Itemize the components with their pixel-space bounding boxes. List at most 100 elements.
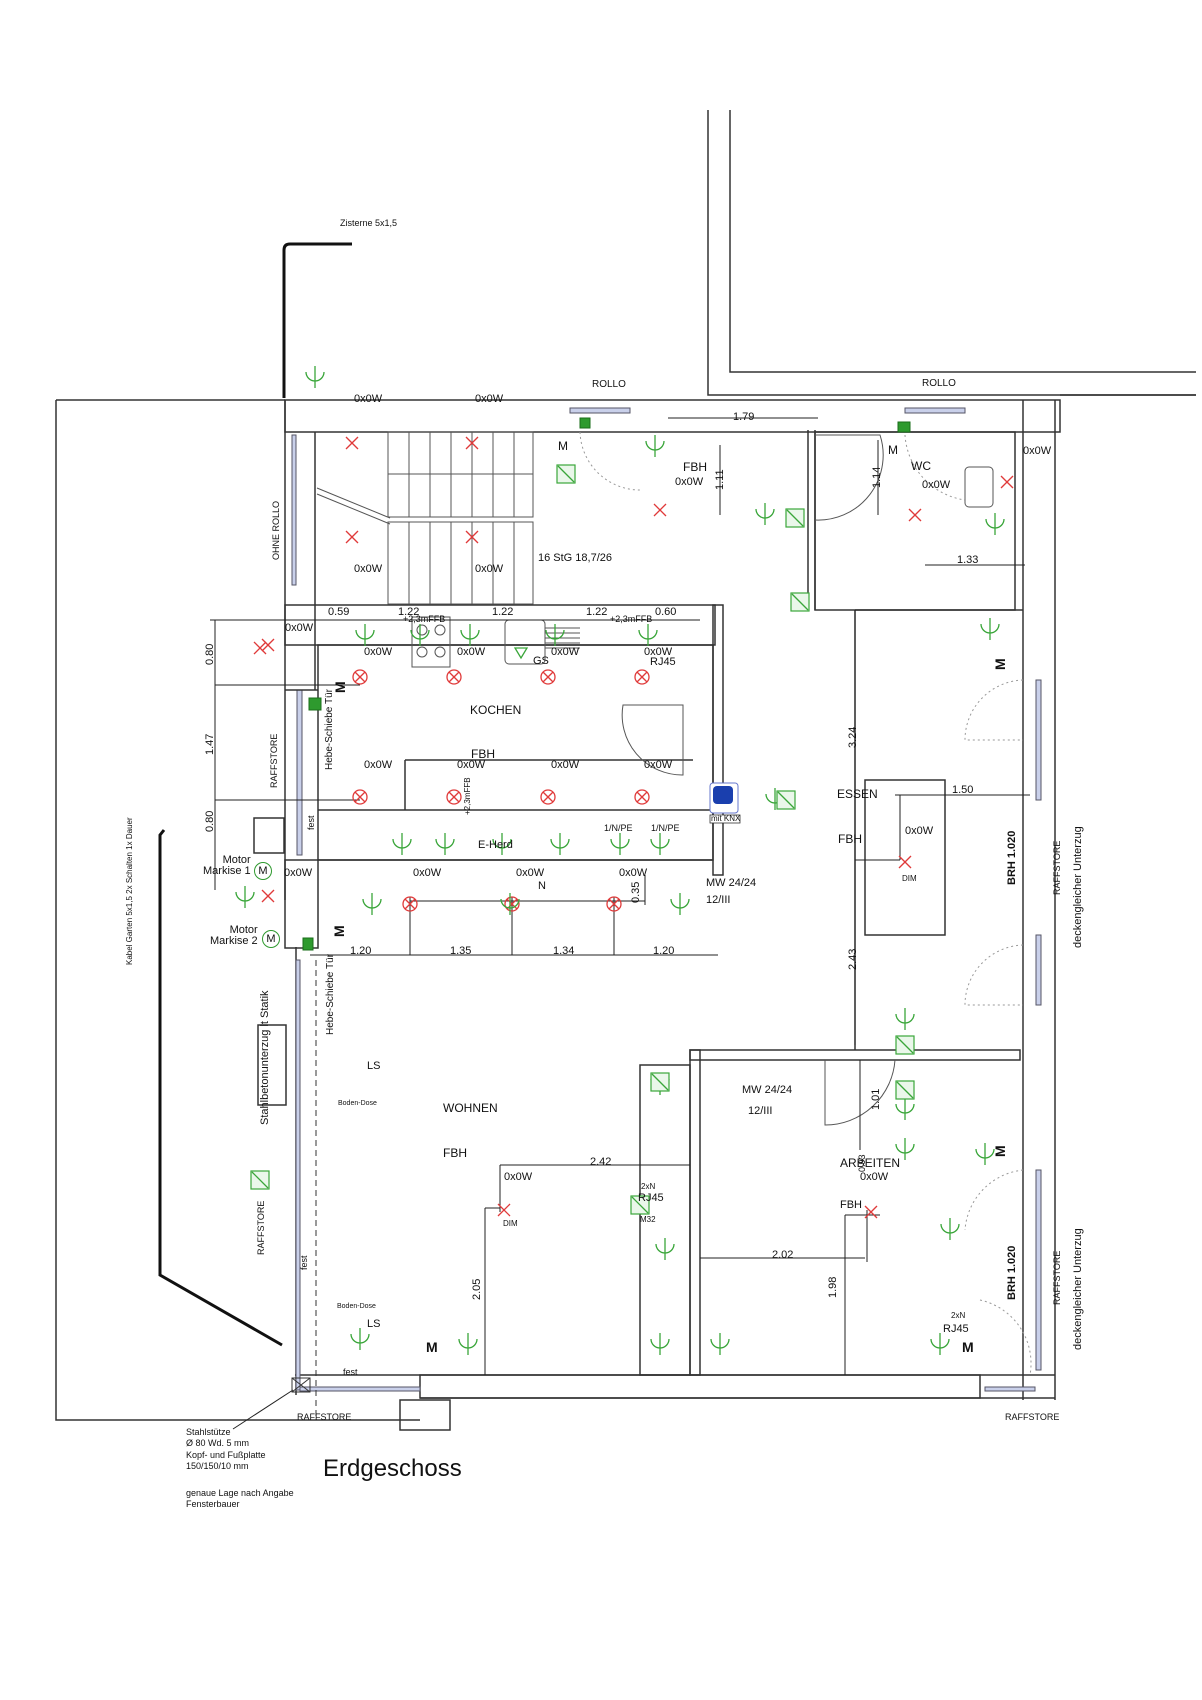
room-heating-label: FBH — [683, 460, 707, 474]
boden-dose-label: Boden-Dose — [338, 1100, 377, 1107]
dim-label: DIM — [902, 874, 917, 883]
n-label: N — [538, 880, 546, 892]
steel-column-line: Stahlstütze — [186, 1427, 231, 1437]
ceiling-light-icon — [540, 789, 556, 805]
page-title: Erdgeschoss — [323, 1455, 462, 1482]
room-name-essen: ESSEN — [837, 787, 878, 801]
switch-icon — [895, 1080, 915, 1100]
power-outlet-icon — [392, 833, 412, 855]
2xn-label: 2xN — [951, 1311, 966, 1320]
dim-kitchen-1: 0.59 — [328, 606, 350, 618]
cistern-cable-note: Zisterne 5x1,5 — [340, 218, 398, 228]
room-name-wc: WC — [911, 459, 931, 473]
staircase — [316, 431, 534, 605]
motor-label: M — [962, 1339, 974, 1355]
motor-label: M — [331, 925, 347, 937]
beam-note-2a: MW 24/24 — [742, 1084, 793, 1096]
switch-icon — [895, 1035, 915, 1055]
power-outlet-icon — [895, 1098, 915, 1120]
rollo-label-left: ROLLO — [592, 379, 626, 390]
dim-lower-2: 1.35 — [450, 945, 472, 957]
light-label: 0x0W — [475, 393, 504, 405]
dim-1-01: 1.01 — [870, 1088, 882, 1110]
motor-markise-1: Motor Markise 1 — [203, 855, 251, 877]
m32-label: M32 — [640, 1215, 656, 1224]
motor-blocks — [302, 417, 911, 951]
ceiling-light-icon — [634, 669, 650, 685]
column-position-note: genaue Lage nach Angabe Fensterbauer — [186, 1488, 294, 1511]
motor-label: M — [992, 1145, 1008, 1157]
garden-cable-note: Kabel Garten 5x1,5 2x Schalten 1x Dauer — [125, 817, 134, 965]
power-outlet-icon — [410, 624, 430, 646]
light-label: 0x0W — [1023, 445, 1052, 457]
motor-label: M — [558, 439, 568, 453]
power-outlet-icon — [930, 1333, 950, 1355]
knx-panel — [709, 782, 741, 824]
rj45-label: RJ45 — [943, 1323, 969, 1335]
power-outlet-icon — [655, 1238, 675, 1260]
switch-icon — [790, 592, 810, 612]
dim-1-47: 1.47 — [204, 733, 216, 755]
ceiling-light-icon — [446, 789, 462, 805]
light-label: 0x0W — [644, 646, 673, 658]
motor-symbol: M — [262, 930, 280, 948]
fest-label: fest — [343, 1367, 358, 1377]
height-ffb: +2,3mFFB — [463, 777, 472, 815]
ceiling-light-icon — [402, 896, 418, 912]
exterior-walls — [284, 399, 1061, 1431]
power-outlet-icon — [670, 893, 690, 915]
power-outlet-icon — [985, 513, 1005, 535]
outlets — [235, 366, 1005, 1355]
wall-light-icon — [465, 436, 479, 450]
brh-label: BRH 1.020 — [1006, 830, 1018, 885]
power-1npe: 1/N/PE — [651, 823, 680, 833]
room-name-kochen: KOCHEN — [470, 703, 522, 717]
wall-light-icon — [345, 530, 359, 544]
power-outlet-icon — [235, 886, 255, 908]
steel-column-line: 150/150/10 mm — [186, 1460, 249, 1471]
2xn-label: 2xN — [641, 1182, 656, 1191]
power-outlet-icon — [460, 624, 480, 646]
ceiling-lights — [253, 436, 1014, 1219]
wall-light-icon — [345, 436, 359, 450]
dim-lower-1: 1.20 — [350, 945, 372, 957]
stairs-note: 16 StG 18,7/26 — [538, 552, 612, 564]
height-ffb: +2,3mFFB — [610, 614, 653, 624]
power-outlet-icon — [350, 1328, 370, 1350]
power-outlet-icon — [645, 435, 665, 457]
dim-2-05: 2.05 — [471, 1278, 483, 1300]
windows — [291, 407, 1042, 1392]
beam-note-1b: 12/III — [706, 894, 731, 906]
dim-3-24: 3.24 — [847, 726, 859, 748]
room-light-label: 0x0W — [675, 476, 704, 488]
dim-kitchen-4: 1.22 — [586, 606, 608, 618]
fest-label: fest — [306, 815, 316, 830]
power-outlet-icon — [975, 1143, 995, 1165]
raffstore-label: RAFFSTORE — [297, 1412, 352, 1422]
light-label: 0x0W — [905, 825, 934, 837]
brh-label: BRH 1.020 — [1006, 1245, 1018, 1300]
room-heating-arbeiten: FBH — [840, 1199, 862, 1211]
power-outlet-icon — [545, 624, 565, 646]
motor-markise-1-line1: Motor — [222, 854, 251, 866]
power-outlet-icon — [500, 893, 520, 915]
power-outlet-icon — [650, 833, 670, 855]
light-label: 0x0W — [457, 759, 486, 771]
knx-label: mit KNX — [711, 814, 741, 823]
rj45-label: RJ45 — [650, 656, 676, 668]
switch-icon — [785, 508, 805, 528]
deckengleich-label: deckengleicher Unterzug — [1072, 1228, 1084, 1350]
light-label: 0x0W — [644, 759, 673, 771]
motor-markise-2-line1: Motor — [229, 924, 258, 936]
ls-label: LS — [367, 1060, 381, 1072]
dim-lower-4: 1.20 — [653, 945, 675, 957]
light-label: 0x0W — [457, 646, 486, 658]
light-label: 0x0W — [475, 563, 504, 575]
motor-markise-2-line2: Markise 2 — [210, 935, 258, 947]
ceiling-light-icon — [446, 669, 462, 685]
light-label: 0x0W — [284, 867, 313, 879]
light-label: 0x0W — [354, 393, 383, 405]
raffstore-label: RAFFSTORE — [256, 1200, 266, 1255]
garden-cable-line — [158, 829, 283, 1347]
power-outlet-icon — [362, 893, 382, 915]
